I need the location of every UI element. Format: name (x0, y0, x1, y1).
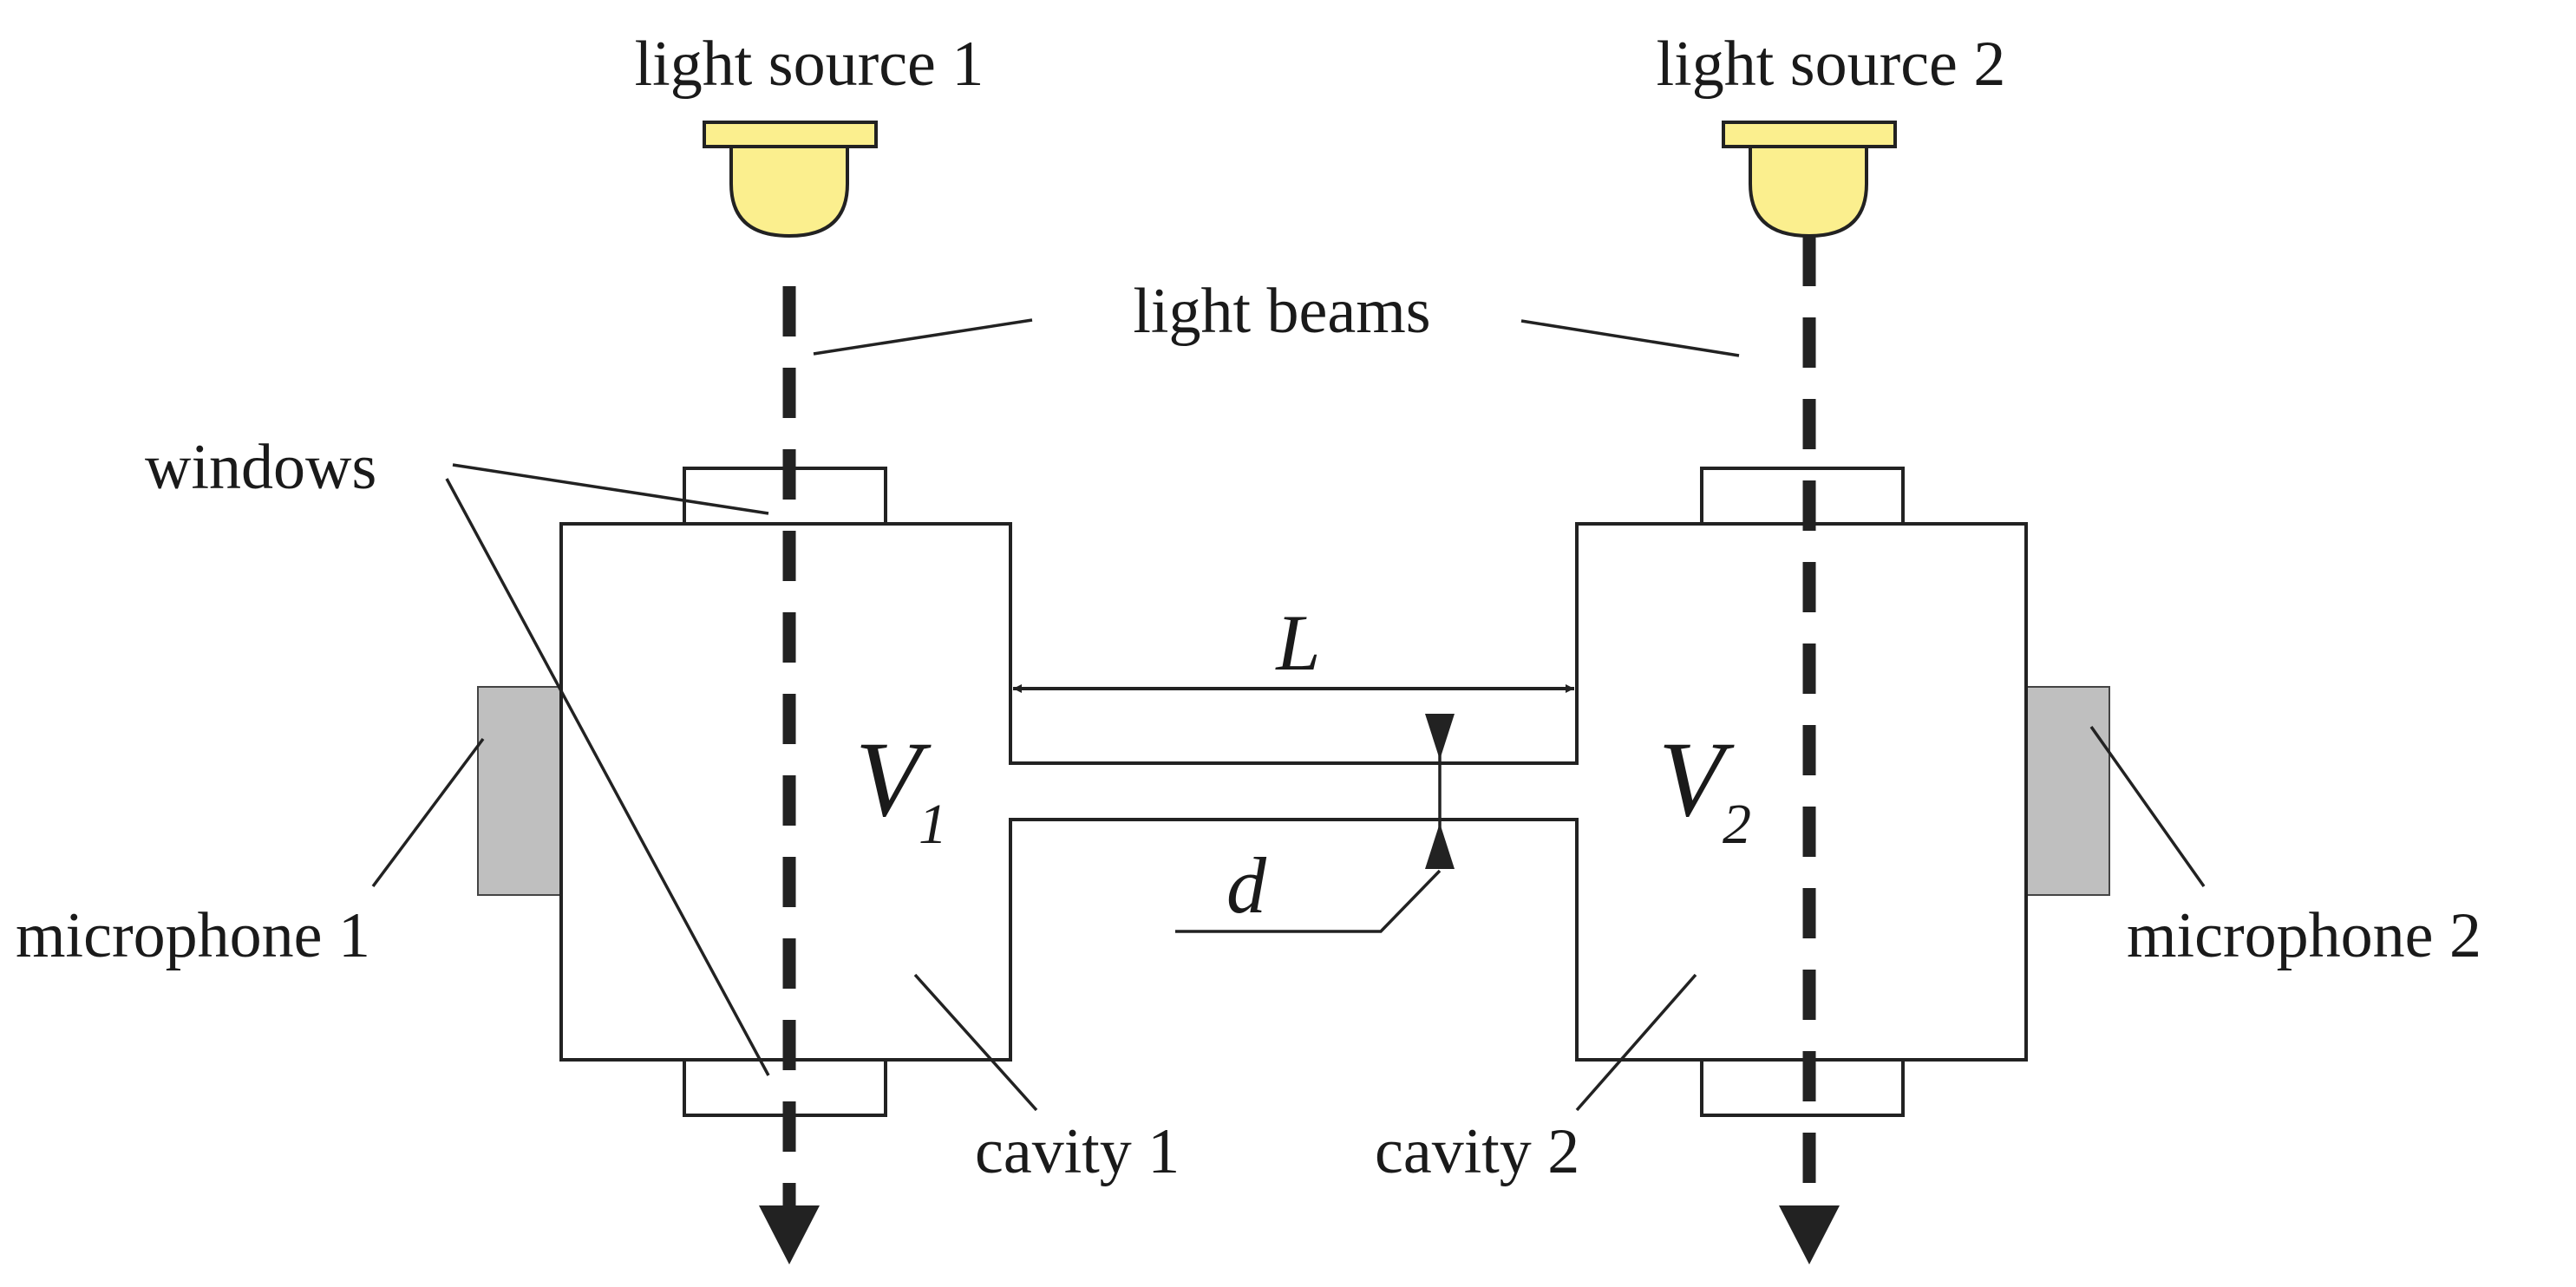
cavity-1-leader (913, 973, 1038, 1112)
light-source-2-cap (1722, 121, 1897, 148)
diameter-arrow-top (1425, 714, 1455, 760)
light-beams-leader-2 (1520, 319, 1740, 357)
microphone-1-label: microphone 1 (16, 900, 370, 971)
window-bottom-2 (1700, 1058, 1905, 1117)
microphone-1-body (477, 686, 562, 896)
microphone-1-leader (371, 737, 485, 888)
light-beam-1-arrowhead (759, 1205, 820, 1264)
light-source-1-bulb (729, 145, 849, 238)
light-source-1-label: light source 1 (635, 29, 984, 100)
microphone-2-leader (2089, 725, 2206, 888)
cavity-2-leader (1575, 973, 1697, 1112)
light-source-2-bulb (1749, 145, 1868, 238)
light-source-2 (1722, 121, 1897, 238)
volume-1-subscript: 1 (919, 793, 947, 856)
volume-2-symbol: V (1658, 720, 1735, 839)
cavity-1-label: cavity 1 (975, 1116, 1180, 1187)
windows-label: windows (145, 432, 376, 503)
light-source-2-label: light source 2 (1657, 29, 2006, 100)
window-top-2 (1700, 467, 1905, 526)
length-symbol: L (1274, 598, 1320, 687)
light-beams-label: light beams (1133, 276, 1430, 347)
diameter-symbol: d (1226, 841, 1267, 930)
volume-1-symbol: V (855, 720, 932, 839)
light-source-1 (703, 121, 878, 238)
windows-leader-bottom (445, 478, 770, 1076)
diameter-leader-line (1175, 869, 1442, 933)
light-source-1-cap (703, 121, 878, 148)
windows-leader-top (452, 463, 769, 515)
microphone-2-body (2025, 686, 2110, 896)
resonator-outline (559, 522, 2028, 1062)
light-beams-leader-1 (813, 318, 1033, 356)
cavity-2-label: cavity 2 (1375, 1116, 1579, 1187)
light-beam-2-arrowhead (1779, 1205, 1840, 1264)
microphone-2-label: microphone 2 (2127, 900, 2481, 971)
diameter-arrow-bottom (1425, 823, 1455, 869)
volume-2-subscript: 2 (1723, 793, 1751, 856)
